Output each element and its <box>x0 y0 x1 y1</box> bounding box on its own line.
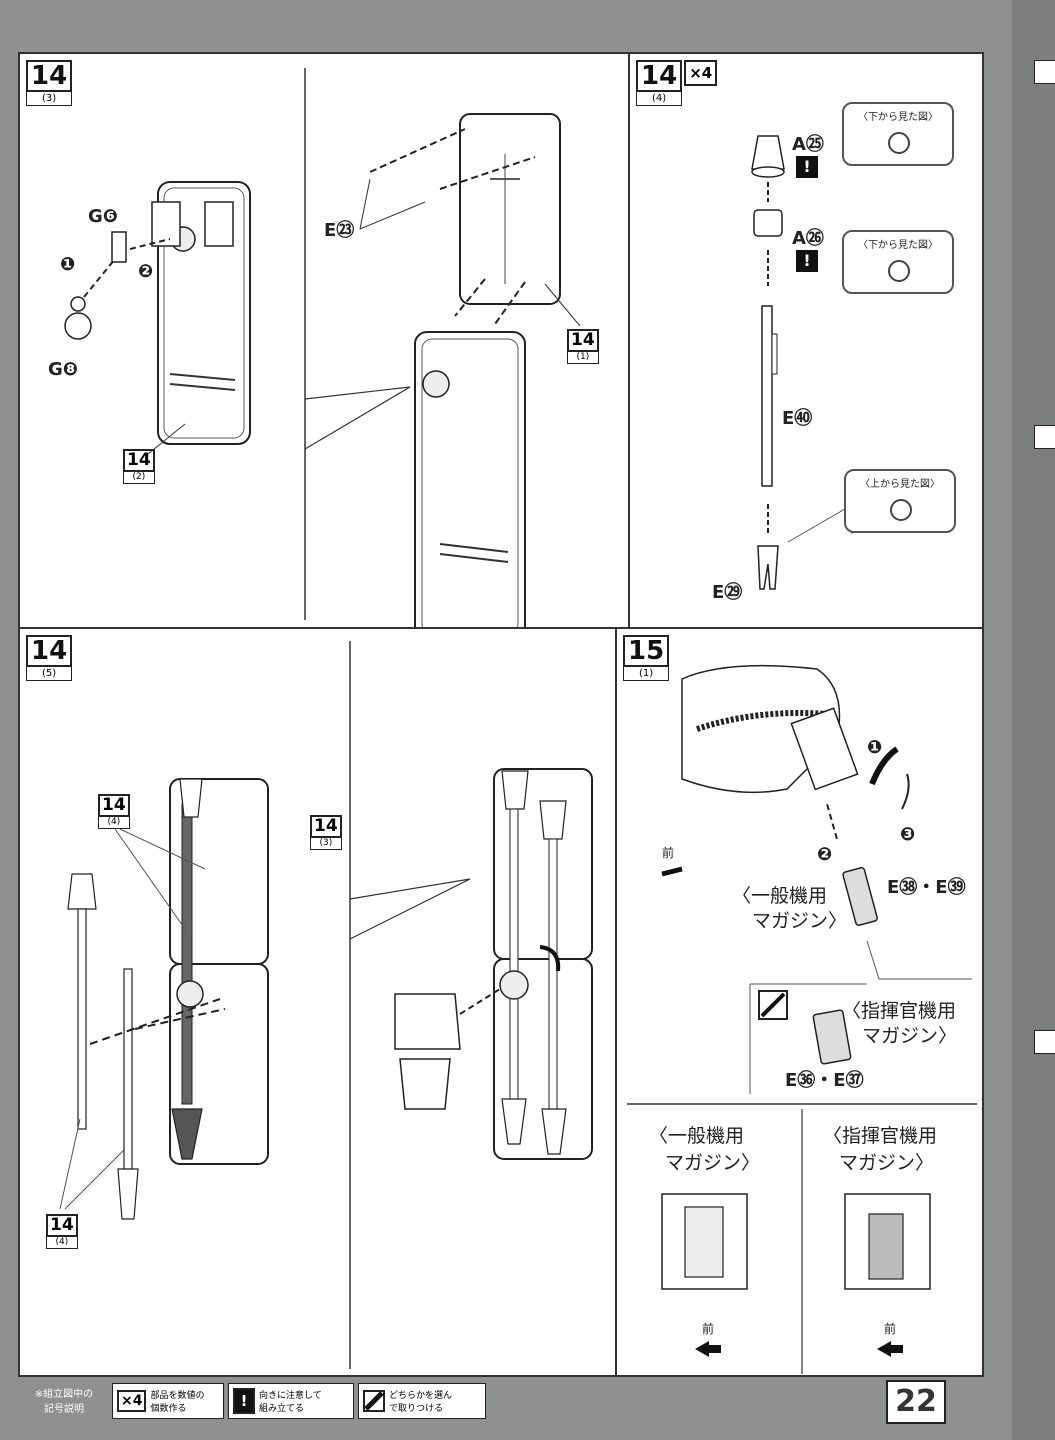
order-mark-2: ❷ <box>138 261 154 282</box>
page-number: 22 <box>886 1380 946 1424</box>
view-from-below-bubble: 〈下から見た図〉 <box>842 102 954 166</box>
magazine-label-commander: 〈指揮官機用 <box>842 1000 957 1022</box>
assembly-drawing-14-3 <box>64 68 581 643</box>
legend-choice: どちらかを選ん で取りつける <box>358 1383 486 1419</box>
order-mark-1: ❶ <box>60 254 76 275</box>
caution-icon: ! <box>233 1388 255 1414</box>
bottom-label-commander: マガジン〉 <box>839 1152 935 1174</box>
legend-title: ※組立図中の 記号説明 <box>22 1383 106 1417</box>
panel-step-15-1: 15 (1) ❶ ❷ ❸ 前 E㊳・E㊴ 〈一般機用 マガジン〉 〈指揮官機用 … <box>615 627 984 1377</box>
ref-step-14-3: 14 (3) <box>310 815 342 850</box>
step-number: 15 <box>623 635 670 667</box>
step-sub: (1) <box>623 667 670 681</box>
view-caption: 〈下から見た図〉 <box>858 240 938 251</box>
multiply-badge: ×4 <box>684 60 718 86</box>
legend-multiply: ×4 部品を数値の 個数作る <box>112 1383 224 1419</box>
step-sub: (5) <box>26 667 73 681</box>
legend-caution: ! 向きに注意して 組み立てる <box>228 1383 354 1419</box>
ref-step-14-4: 14 (4) <box>98 794 130 829</box>
step-sub: (3) <box>26 92 73 106</box>
top-view-shape <box>890 499 912 521</box>
adjacent-page-tab <box>1034 1030 1055 1054</box>
adjacent-page-tab <box>1034 425 1055 449</box>
bottom-label-general: 〈一般機用 <box>649 1125 745 1147</box>
step-number: 14 <box>636 60 683 92</box>
part-label-e36-e37: E㊱・E㊲ <box>785 1070 864 1091</box>
adjacent-page-edge <box>1012 0 1055 1440</box>
panel-step-14-3: 14 (3) G❻ ❶ ❷ G❽ E㉓ <box>18 52 630 643</box>
bottom-view-shape <box>888 260 910 282</box>
view-from-above-bubble: 〈上から見た図〉 <box>844 469 956 533</box>
part-label-g6: G❻ <box>88 206 119 227</box>
caution-icon: ! <box>796 156 818 178</box>
step-number: 14 <box>26 635 73 667</box>
assembly-drawing-15-1 <box>627 664 977 1374</box>
adjacent-page-tab <box>1034 60 1055 84</box>
assembly-drawing-14-4 <box>751 135 853 590</box>
part-label-e38-e39: E㊳・E㊴ <box>887 877 966 898</box>
panel-step-14-5: 14 (5) 14 (4) <box>18 627 617 1377</box>
front-label: 前 <box>702 1322 715 1336</box>
ref-step-14-1: 14 (1) <box>567 329 599 364</box>
front-label: 前 <box>662 846 675 860</box>
bottom-label-general: マガジン〉 <box>665 1152 761 1174</box>
magazine-label-general: マガジン〉 <box>752 910 848 932</box>
view-caption: 〈上から見た図〉 <box>860 479 940 490</box>
ref-step-14-2: 14 (2) <box>123 449 155 484</box>
order-mark-3: ❸ <box>900 824 916 845</box>
ref-step-14-4: 14 (4) <box>46 1214 78 1249</box>
panel-step-14-4: 14 (4) ×4 A㉕ ! A㉖ ! E㊵ E㉙ 〈下から見た図〉 〈下から見… <box>628 52 984 629</box>
choice-icon <box>363 1390 385 1412</box>
view-from-below-bubble: 〈下から見た図〉 <box>842 230 954 294</box>
view-caption: 〈下から見た図〉 <box>858 112 938 123</box>
step-badge: 14 (3) <box>26 60 73 106</box>
part-label-e40: E㊵ <box>782 408 813 429</box>
part-label-a26: A㉖ <box>792 228 824 249</box>
multiply-icon: ×4 <box>117 1390 147 1412</box>
order-mark-2: ❷ <box>817 844 833 865</box>
magazine-label-general: 〈一般機用 <box>732 885 828 907</box>
assembly-drawing-14-5 <box>59 641 593 1369</box>
step-badge: 15 (1) <box>623 635 670 681</box>
step-badge: 14 (5) <box>26 635 73 681</box>
front-label: 前 <box>884 1322 897 1336</box>
step-badge: 14 (4) ×4 <box>636 60 718 106</box>
order-mark-1: ❶ <box>867 737 883 758</box>
part-label-e29: E㉙ <box>712 582 743 603</box>
step-sub: (4) <box>636 92 683 106</box>
caution-icon: ! <box>796 250 818 272</box>
part-label-g8: G❽ <box>48 359 79 380</box>
step-number: 14 <box>26 60 73 92</box>
bottom-view-shape <box>888 132 910 154</box>
bottom-label-commander: 〈指揮官機用 <box>823 1125 938 1147</box>
part-label-e23: E㉓ <box>324 220 355 241</box>
magazine-label-commander: マガジン〉 <box>862 1025 958 1047</box>
part-label-a25: A㉕ <box>792 134 824 155</box>
